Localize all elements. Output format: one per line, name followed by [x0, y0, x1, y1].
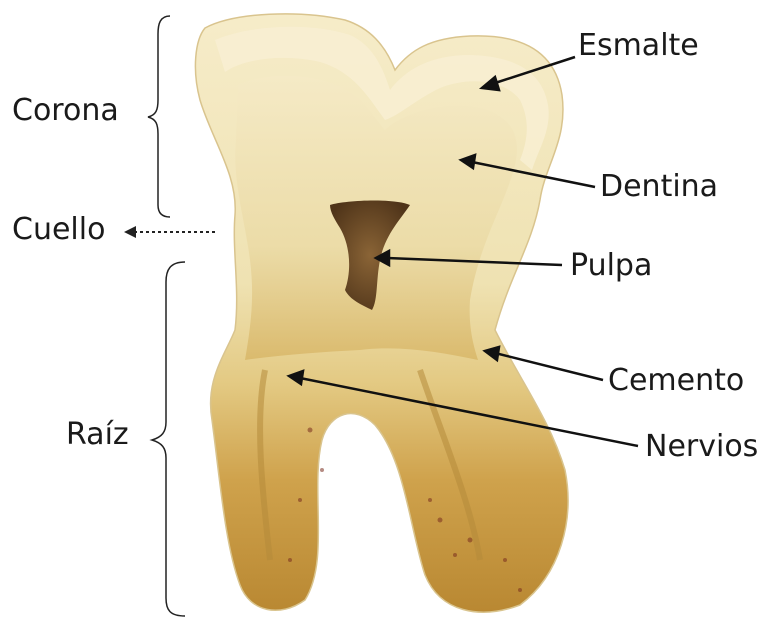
label-cuello: Cuello	[12, 215, 105, 245]
cuello-arrowhead	[124, 226, 136, 238]
label-raiz: Raíz	[66, 420, 129, 450]
label-cemento: Cemento	[608, 366, 744, 396]
label-pulpa: Pulpa	[570, 251, 652, 281]
corona-brace	[148, 16, 170, 217]
label-dentina: Dentina	[600, 172, 718, 202]
raiz-brace	[152, 262, 185, 616]
label-nervios: Nervios	[645, 432, 758, 462]
label-corona: Corona	[12, 96, 119, 126]
label-esmalte: Esmalte	[578, 31, 699, 61]
